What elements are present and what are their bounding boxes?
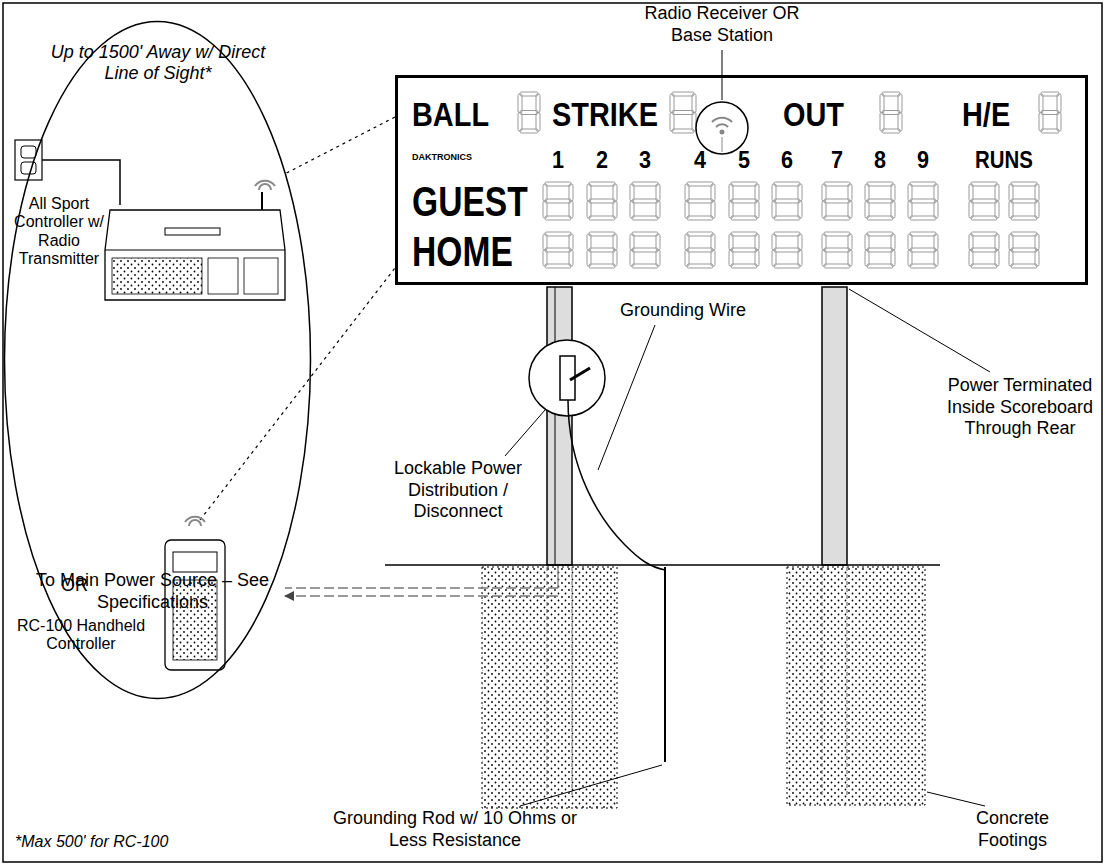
support-post (547, 287, 572, 565)
range-note: Up to 1500' Away w/ Direct Line of Sight… (43, 42, 273, 83)
digit-cell (865, 232, 895, 268)
inning-number: 6 (769, 146, 805, 174)
digit-cell (969, 182, 999, 220)
panel-heading: BALL (412, 95, 489, 134)
callout-label: Grounding Rod w/ 10 Ohms or Less Resista… (330, 808, 580, 851)
grounding-rod (664, 567, 666, 762)
footnote: *Max 500' for RC-100 (15, 832, 275, 851)
digit-cell (865, 182, 895, 220)
leader-line (927, 792, 985, 806)
callout-label: To Main Power Source – See Specification… (30, 570, 275, 613)
inning-number: 9 (905, 146, 941, 174)
digit-cell (772, 182, 802, 220)
digit-cell (1009, 232, 1039, 268)
scoreboard: BALL STRIKE OUT H/E DAKTRONICS 123456789 RUNS G… (395, 75, 1088, 285)
leader-line (520, 765, 662, 806)
inning-number: 1 (540, 146, 576, 174)
controller-label: All Sport Controller w/ Radio Transmitte… (11, 195, 107, 269)
callout-label: Power Terminated Inside Scoreboard Throu… (945, 375, 1095, 440)
digit-cell (685, 182, 715, 220)
leader-line (598, 325, 655, 470)
leader-line (849, 289, 990, 372)
wifi-symbol (712, 118, 732, 134)
ground-line (385, 564, 940, 566)
leader-line (505, 410, 545, 456)
inning-number: 5 (726, 146, 762, 174)
digit-cell (1039, 92, 1061, 133)
digit-cell (969, 232, 999, 268)
inning-number: 8 (862, 146, 898, 174)
team-name: HOME (412, 228, 513, 276)
power-outlet (15, 140, 42, 180)
grounding-wire (568, 400, 665, 570)
inning-number: 3 (627, 146, 663, 174)
panel-heading: STRIKE (552, 95, 658, 134)
digit-cell (587, 182, 617, 220)
digit-cell (908, 182, 938, 220)
digit-cell (880, 92, 902, 133)
digit-cell (518, 92, 540, 133)
digit-cell (587, 232, 617, 268)
digit-cell (543, 182, 573, 220)
digit-cell (729, 182, 759, 220)
concrete-footing (482, 567, 617, 808)
digit-cell (908, 232, 938, 268)
radio-link (200, 268, 395, 520)
digit-cell (772, 232, 802, 268)
support-post (822, 287, 847, 565)
digit-cell (822, 232, 852, 268)
inning-number: 4 (682, 146, 718, 174)
inning-number: 2 (584, 146, 620, 174)
digit-cell (822, 182, 852, 220)
disconnect-callout (529, 340, 605, 416)
digit-cell (729, 232, 759, 268)
handheld-label: RC-100 Handheld Controller (11, 617, 151, 654)
digit-cell (630, 232, 660, 268)
callout-label: Lockable Power Distribution / Disconnect (378, 458, 538, 523)
panel-heading: RUNS (970, 146, 1038, 174)
panel-heading: H/E (962, 95, 1010, 134)
digit-cell (670, 92, 696, 133)
radio-link (287, 117, 395, 173)
digit-cell (543, 232, 573, 268)
inning-number: 7 (819, 146, 855, 174)
digit-cell (685, 232, 715, 268)
frame (3, 3, 1102, 862)
allsport-controller (105, 181, 285, 300)
digit-cell (630, 182, 660, 220)
callout-label: Grounding Wire (620, 300, 760, 322)
concrete-footing (787, 567, 925, 805)
team-name: GUEST (412, 178, 528, 226)
digit-cell (1009, 182, 1039, 220)
callout-label: Radio Receiver OR Base Station (632, 3, 812, 46)
panel-heading: OUT (783, 95, 844, 134)
callout-label: Concrete Footings (950, 808, 1075, 851)
brand-name: DAKTRONICS (412, 152, 472, 162)
